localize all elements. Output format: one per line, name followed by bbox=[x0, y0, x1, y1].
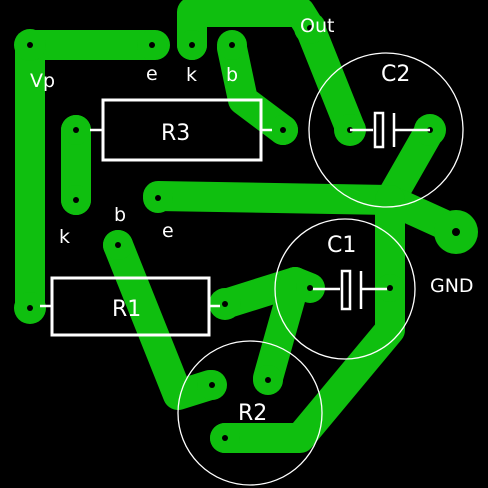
designators: R3 R1 C2 C1 R2 bbox=[112, 62, 410, 426]
vp-label: Vp bbox=[30, 70, 55, 92]
pad-t2-b bbox=[103, 230, 133, 260]
t1-collector-label: k bbox=[186, 64, 197, 86]
pad-t1-e bbox=[137, 30, 167, 60]
c1-outline bbox=[274, 218, 416, 360]
c2-outline bbox=[308, 52, 464, 208]
c2-label: C2 bbox=[381, 62, 410, 87]
pad-out bbox=[294, 12, 326, 44]
pad-r3-left bbox=[61, 115, 91, 145]
pad-r2-b bbox=[253, 365, 283, 395]
r3-label: R3 bbox=[161, 121, 190, 146]
out-label: Out bbox=[300, 15, 334, 37]
pad-gnd bbox=[434, 210, 478, 254]
pad-vp-top bbox=[14, 29, 46, 61]
net-labels: Vp Out GND e k b k b e bbox=[30, 15, 474, 297]
t2-emitter-label: e bbox=[162, 220, 174, 242]
pad-t2-k bbox=[61, 185, 91, 215]
pad-r1-left bbox=[14, 292, 46, 324]
r1-label: R1 bbox=[112, 297, 141, 322]
pad-c1-right bbox=[376, 274, 404, 302]
pad-r3-right bbox=[268, 115, 298, 145]
pad-t1-b bbox=[217, 30, 247, 60]
gnd-label: GND bbox=[430, 275, 474, 297]
pad-r2-a bbox=[197, 370, 227, 400]
t2-collector-label: k bbox=[59, 226, 70, 248]
trace-c1-to-r2 bbox=[253, 267, 310, 393]
silkscreen bbox=[40, 52, 464, 486]
r1-outline bbox=[40, 276, 220, 337]
r2-outline bbox=[177, 340, 323, 486]
pad-t1-k bbox=[177, 30, 207, 60]
trace-gnd-vertical bbox=[210, 185, 405, 453]
c1-label: C1 bbox=[327, 233, 356, 258]
r2-label: R2 bbox=[238, 401, 267, 426]
t2-base-label: b bbox=[114, 204, 126, 226]
pad-c1-left bbox=[296, 274, 324, 302]
pad-t2-e bbox=[143, 183, 173, 213]
r3-outline bbox=[90, 98, 272, 162]
t1-emitter-label: e bbox=[146, 63, 158, 85]
pad-r2-c bbox=[210, 423, 240, 453]
pad-r1-right bbox=[209, 288, 241, 320]
t1-base-label: b bbox=[226, 64, 238, 86]
pads bbox=[14, 12, 478, 453]
